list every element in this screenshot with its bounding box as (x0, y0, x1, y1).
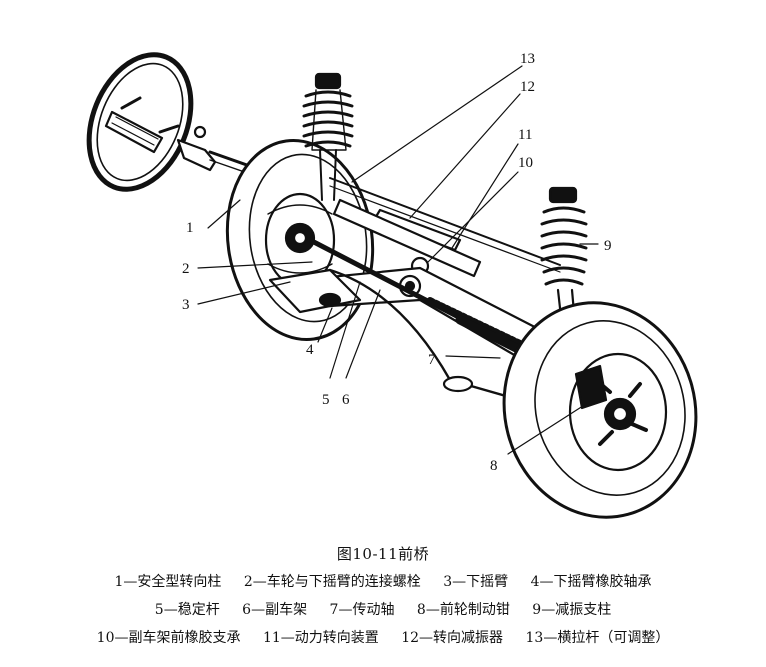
legend-item: 7—传动轴 (329, 602, 395, 618)
callout-9: 9 (604, 238, 612, 254)
legend-item: 6—副车架 (242, 602, 308, 618)
legend-item: 10—副车架前橡胶支承 (96, 630, 241, 646)
callout-12: 12 (520, 79, 535, 95)
left-strut-spring (302, 72, 354, 201)
legend-item: 12—转向减振器 (401, 630, 504, 646)
legend-item: 2—车轮与下摇臂的连接螺栓 (243, 574, 421, 590)
callout-2: 2 (182, 261, 190, 277)
legend-row-1: 1—安全型转向柱 2—车轮与下摇臂的连接螺栓 3—下摇臂 4—下摇臂橡胶轴承 (0, 571, 766, 591)
legend-row-2: 5—稳定杆 6—副车架 7—传动轴 8—前轮制动钳 9—减振支柱 (0, 599, 766, 619)
callout-10: 10 (518, 155, 533, 171)
callout-6: 6 (342, 392, 350, 408)
front-axle-illustration: 1 2 3 4 5 6 7 8 9 10 11 12 13 (86, 51, 698, 519)
callout-3: 3 (182, 297, 190, 313)
lower-arm (268, 268, 362, 314)
legend-item: 13—横拉杆（可调整） (525, 630, 670, 646)
steering-wheel (86, 52, 194, 192)
tie-rod (329, 177, 561, 273)
legend-item: 9—减振支柱 (532, 602, 612, 618)
legend-item: 1—安全型转向柱 (114, 574, 222, 590)
legend-item: 8—前轮制动钳 (416, 602, 510, 618)
legend-item: 11—动力转向装置 (262, 630, 379, 646)
callout-4: 4 (306, 342, 314, 358)
legend-row-3: 10—副车架前橡胶支承 11—动力转向装置 12—转向减振器 13—横拉杆（可调… (0, 627, 766, 647)
callout-5: 5 (322, 392, 330, 408)
legend-item: 3—下摇臂 (443, 574, 509, 590)
callout-11: 11 (518, 127, 532, 143)
callout-13: 13 (520, 51, 535, 67)
legend-item: 5—稳定杆 (154, 602, 220, 618)
brake-caliper (574, 364, 608, 410)
callout-1: 1 (186, 220, 194, 236)
callout-7: 7 (428, 352, 436, 368)
figure-caption: 图10-11前桥 (336, 545, 430, 563)
stabilizer-bar (328, 268, 522, 402)
callout-8: 8 (490, 458, 498, 474)
legend-item: 4—下摇臂橡胶轴承 (530, 574, 652, 590)
